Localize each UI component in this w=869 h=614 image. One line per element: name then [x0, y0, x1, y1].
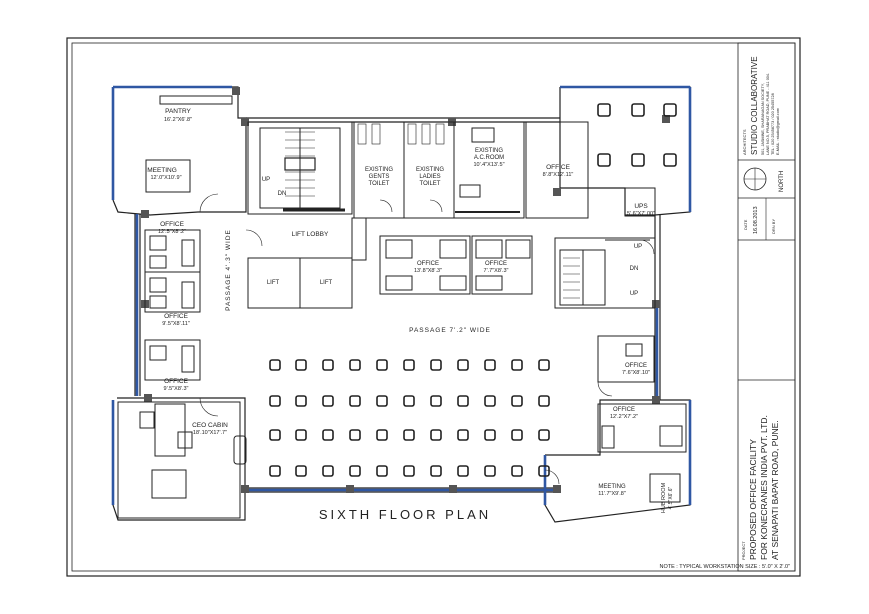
lift-2-label: LIFT — [320, 280, 333, 286]
room-labels: PANTRY 16'.2"X6'.8" MEETING 12'.0"X10'.9… — [147, 108, 674, 513]
office-right-1-size: 7'.6"X8'.10" — [622, 370, 650, 376]
ladies-toilet-l3: TOILET — [420, 181, 441, 187]
gents-toilet-l3: TOILET — [369, 181, 390, 187]
date-label: DATE — [743, 219, 748, 230]
hub-room-size: 4'.5"X6'.6" — [668, 486, 674, 509]
right-stair-up-label: UP — [634, 244, 642, 250]
core-block — [247, 121, 367, 309]
firm-address-2: LANE NO.5, PRABHAT ROAD, PUNE - 411 004. — [766, 73, 770, 155]
ups-size: 5'.6"X7'.00" — [627, 211, 655, 217]
right-staircase — [554, 237, 656, 309]
date-value: 16.08.2013 — [753, 206, 759, 234]
ac-room-l2: A.C.ROOM — [474, 155, 504, 161]
firm-email: E-MAIL : studio@gmail.com — [776, 108, 780, 155]
ac-room-l1: EXISTING — [475, 148, 503, 154]
office-right-2-label: OFFICE — [613, 407, 635, 413]
office-mid-1-label: OFFICE — [417, 261, 439, 267]
top-right-rooms — [525, 121, 656, 219]
office-a-label: OFFICE — [160, 221, 184, 228]
right-stair-up2-label: UP — [630, 291, 638, 297]
office-right-1-label: OFFICE — [625, 363, 647, 369]
passage-horizontal-label: PASSAGE 7'.2" WIDE — [409, 327, 491, 334]
meeting-bottom-label: MEETING — [598, 484, 626, 490]
office-b-label: OFFICE — [164, 313, 188, 320]
office-c-label: OFFICE — [164, 378, 188, 385]
office-top-right-size: 8'.8"X12'.11" — [543, 172, 574, 178]
stair-dn-label: DN — [278, 191, 287, 197]
office-mid-2-label: OFFICE — [485, 261, 507, 267]
right-stair-dn-label: DN — [630, 266, 639, 272]
passage-vertical-label: PASSAGE 4'.3" WIDE — [225, 229, 232, 311]
north-label: NORTH — [779, 171, 785, 192]
gents-toilet-l2: GENTS — [369, 174, 390, 180]
office-mid-2-size: 7'.7"X8'.3" — [484, 268, 509, 274]
drn-by-label: DRN BY — [771, 219, 776, 234]
office-top-right-label: OFFICE — [546, 164, 570, 171]
glazing-walls — [111, 85, 692, 505]
top-left-rooms — [145, 95, 233, 193]
ac-room-size: 10'.4"X13'.5" — [473, 162, 504, 168]
meeting-top-label: MEETING — [147, 167, 177, 174]
project-line-3: AT SENAPATI BAPAT ROAD, PUNE. — [770, 420, 780, 560]
workstation-note: NOTE : TYPICAL WORKSTATION SIZE : 5'.0" … — [660, 564, 791, 570]
office-c-size: 9'.5"X8'.3" — [164, 386, 189, 392]
meeting-top-size: 12'.0"X10'.9" — [150, 175, 181, 181]
ceo-cabin-label: CEO CABIN — [192, 422, 228, 429]
ladies-toilet-l1: EXISTING — [416, 167, 444, 173]
hub-room-label: HUB ROOM — [661, 482, 667, 513]
office-right-2-size: 12'.2"X7'.2" — [610, 414, 638, 420]
stair-up-label: UP — [262, 177, 270, 183]
project-line-1: PROPOSED OFFICE FACILITY — [748, 439, 758, 560]
plan-title: SIXTH FLOOR PLAN — [319, 507, 491, 522]
middle-offices — [379, 235, 533, 295]
firm-address-1: 501, JASMINE, SHARANAGAN SOCIETY, — [761, 83, 765, 155]
office-a-size: 12'.5"X8'.2" — [158, 229, 186, 235]
meeting-bottom-size: 11'.7"X9'.8" — [598, 491, 626, 497]
ladies-toilet-l2: LADIES — [419, 174, 440, 180]
architects-label: ARCHITECTS — [742, 129, 747, 155]
lift-lobby-label: LIFT LOBBY — [292, 231, 329, 238]
ceo-cabin-room — [117, 401, 247, 519]
north-arrow-icon — [743, 167, 767, 191]
ups-label: UPS — [634, 203, 648, 210]
office-b-size: 9'.5"X8'.11" — [162, 321, 190, 327]
pantry-size: 16'.2"X6'.8" — [164, 117, 192, 123]
project-label: PROJECT — [741, 541, 746, 560]
firm-name: STUDIO COLLABORATIVE — [750, 56, 759, 155]
pantry-label: PANTRY — [165, 108, 191, 115]
left-offices — [144, 229, 201, 381]
firm-tel: TEL : 020 25458773 / 020 25455728 — [771, 93, 775, 155]
right-offices — [597, 335, 687, 503]
door-swings — [199, 193, 655, 485]
workstations — [269, 103, 677, 477]
ceo-cabin-size: 18'.10"X17'.7" — [193, 430, 227, 436]
service-rooms — [353, 121, 525, 219]
sheet-border — [66, 37, 801, 577]
gents-toilet-l1: EXISTING — [365, 167, 393, 173]
office-mid-1-size: 13'.8"X8'.3" — [414, 268, 442, 274]
project-line-2: FOR KONECRANES INDIA PVT. LTD. — [759, 415, 769, 560]
title-block: ARCHITECTS STUDIO COLLABORATIVE 501, JAS… — [737, 42, 796, 572]
lift-1-label: LIFT — [267, 280, 280, 286]
